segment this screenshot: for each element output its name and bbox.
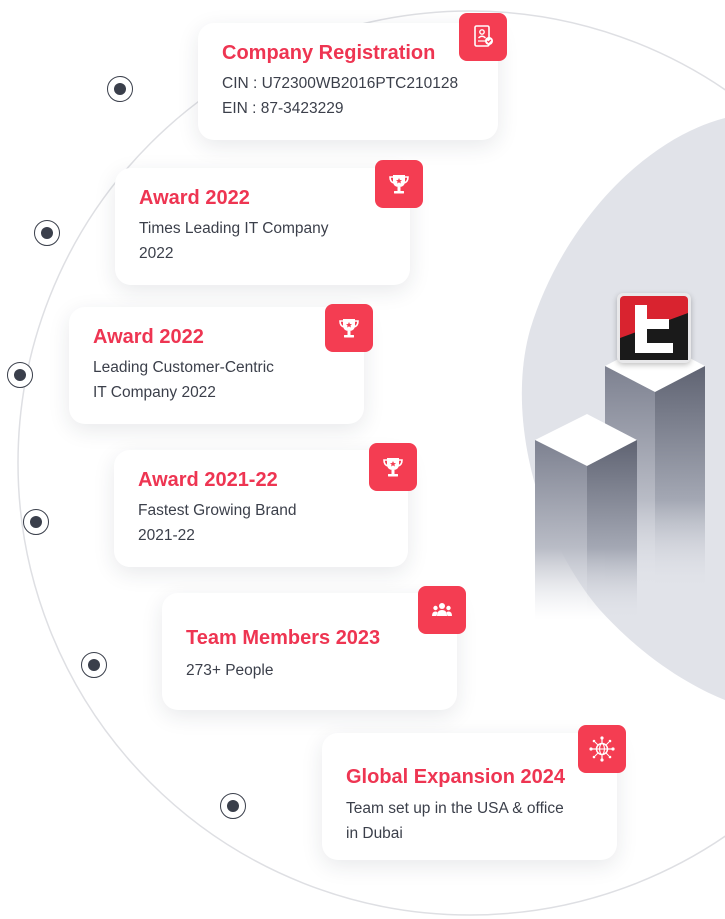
milestone-card-global-expansion-2024: Global Expansion 2024 Team set up in the… (322, 733, 617, 860)
milestone-card-company-registration: Company Registration CIN : U72300WB2016P… (198, 23, 498, 140)
brand-logo-icon (617, 293, 691, 363)
card-text: in Dubai (346, 825, 403, 842)
timeline-dot (81, 652, 107, 678)
trophy-icon (325, 304, 373, 352)
trophy-icon (375, 160, 423, 208)
card-text: Team set up in the USA & office (346, 800, 564, 817)
card-text: Leading Customer-Centric (93, 359, 274, 376)
timeline-dot (107, 76, 133, 102)
milestone-card-award-2021-22: Award 2021-22 Fastest Growing Brand 2021… (114, 450, 408, 567)
milestone-card-award-2022-customer: Award 2022 Leading Customer-Centric IT C… (69, 307, 364, 424)
timeline-dot (34, 220, 60, 246)
card-text: EIN : 87-3423229 (222, 100, 344, 117)
trophy-icon (369, 443, 417, 491)
milestone-card-award-2022-times: Award 2022 Times Leading IT Company 2022 (115, 168, 410, 285)
card-text: 2021-22 (138, 527, 195, 544)
team-icon (418, 586, 466, 634)
card-text: 2022 (139, 245, 174, 262)
milestone-card-team-members-2023: Team Members 2023 273+ People (162, 593, 457, 710)
card-title: Team Members 2023 (186, 627, 381, 649)
card-text: CIN : U72300WB2016PTC210128 (222, 75, 459, 92)
timeline-dot (7, 362, 33, 388)
card-title: Award 2022 (139, 187, 250, 209)
card-title: Award 2021-22 (138, 469, 278, 491)
timeline-dot (23, 509, 49, 535)
card-title: Company Registration (222, 42, 436, 64)
card-text: IT Company 2022 (93, 384, 216, 401)
card-title: Global Expansion 2024 (346, 766, 565, 788)
globe-network-icon (578, 725, 626, 773)
card-text: Times Leading IT Company (139, 220, 329, 237)
card-text: Fastest Growing Brand (138, 502, 297, 519)
timeline-dot (220, 793, 246, 819)
certificate-icon (459, 13, 507, 61)
card-title: Award 2022 (93, 326, 204, 348)
card-text: 273+ People (186, 662, 274, 679)
timeline-arc (17, 10, 725, 916)
